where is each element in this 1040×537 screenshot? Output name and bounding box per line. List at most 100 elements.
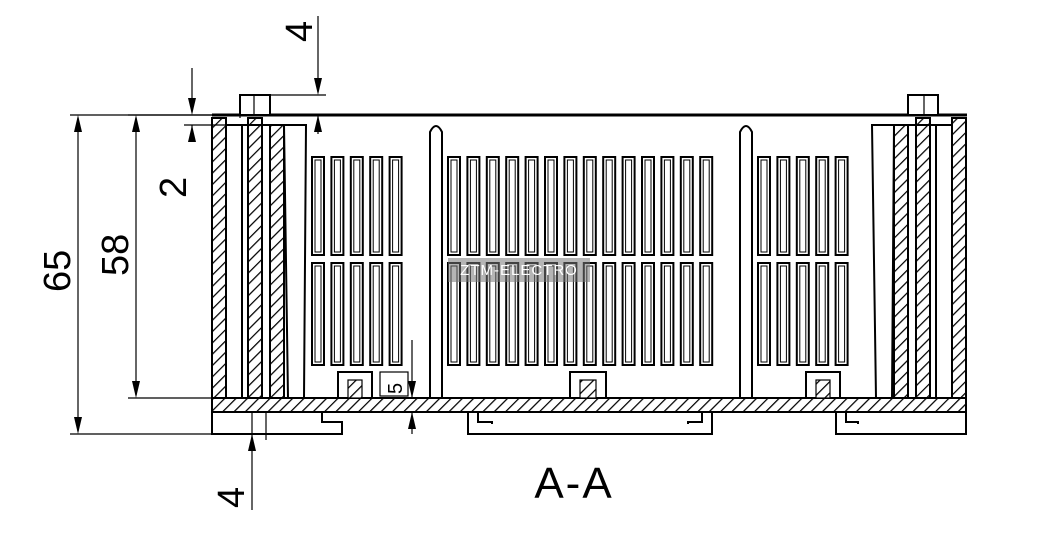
right-inner-wall-2-hatched (893, 124, 909, 399)
vent-slot (582, 156, 597, 256)
vent-slot (311, 262, 325, 366)
vent-slot-inner (392, 159, 400, 253)
vent-slot-inner (508, 159, 516, 253)
vent-slot (815, 262, 830, 366)
vent-slot-inner (586, 159, 594, 253)
vent-slot (776, 156, 791, 256)
dimension-2: 2 (153, 68, 226, 198)
vent-slot (369, 156, 384, 256)
vent-slot-inner (314, 159, 322, 253)
vent-slot (641, 262, 655, 366)
dimension-58-label: 58 (95, 234, 137, 276)
vent-slot (330, 156, 345, 256)
vent-slot-inner (683, 265, 691, 363)
vent-slot-inner (605, 159, 613, 253)
vent-slot (795, 262, 810, 366)
vent-slot (330, 262, 345, 366)
vent-slot (834, 262, 849, 366)
dimension-4-top: 4 (270, 16, 326, 134)
vent-slot-inner (625, 159, 633, 253)
vent-slot-inner (663, 159, 671, 253)
right-top-pin (907, 94, 939, 116)
housing-outline (211, 94, 967, 413)
vent-slot-inner (838, 159, 846, 253)
vent-slot (679, 262, 694, 366)
vent-slot (447, 156, 461, 256)
vent-slot-inner (566, 159, 574, 253)
vent-slot-inner (605, 265, 613, 363)
vent-slot-inner (702, 265, 710, 363)
dimension-65: 65 (37, 114, 212, 435)
vent-slot-inner (547, 159, 555, 253)
left-inner-wall-hatched (247, 117, 263, 399)
vent-slot (699, 262, 714, 366)
vent-slot-inner (625, 265, 633, 363)
vent-slot (660, 156, 675, 256)
vent-slot (641, 156, 655, 256)
vent-slot-inner (314, 265, 322, 363)
vent-slot (776, 262, 791, 366)
vent-slot (388, 262, 403, 366)
section-label: A-A (534, 459, 613, 508)
dimension-4-bottom: 4 (211, 95, 267, 510)
dimension-2-label: 2 (153, 177, 195, 198)
vent-slot (602, 262, 617, 366)
vent-slot-inner (799, 159, 807, 253)
vent-slot-inner (760, 265, 768, 363)
vent-slot (621, 156, 636, 256)
vent-slot-inner (779, 159, 787, 253)
feet (211, 371, 967, 435)
dimension-5: 5 (379, 340, 416, 434)
vent-slot-inner (644, 265, 652, 363)
vent-slot-inner (333, 159, 341, 253)
vent-slot-inner (353, 265, 361, 363)
vent-slot-inner (760, 159, 768, 253)
vent-slot-inner (450, 159, 458, 253)
vent-slot-inner (372, 265, 380, 363)
vent-slot-inner (372, 159, 380, 253)
vent-slot (505, 156, 520, 256)
vent-slot (466, 156, 481, 256)
vent-slot (602, 156, 617, 256)
dimension-4-bottom-label: 4 (211, 487, 253, 508)
vent-slot (621, 262, 636, 366)
vent-slot-inner (528, 159, 536, 253)
vent-slot (485, 156, 500, 256)
vent-slot-inner (702, 159, 710, 253)
vent-slot (388, 156, 403, 256)
vent-slot (679, 156, 694, 256)
vent-slot (815, 156, 830, 256)
vent-slot (834, 156, 849, 256)
vent-slot-inner (353, 159, 361, 253)
vent-slot (524, 156, 539, 256)
bottom-plate-hatched (211, 397, 967, 413)
vent-slot (349, 262, 364, 366)
dimension-65-label: 65 (37, 250, 79, 292)
vent-slot (311, 156, 325, 256)
vent-slot-inner (818, 159, 826, 253)
vent-slot-inner (469, 159, 477, 253)
watermark-text: ZTM-ELECTRO (460, 262, 578, 279)
vent-slot-inner (644, 159, 652, 253)
dimension-58: 58 (95, 114, 248, 399)
vent-slot-inner (818, 265, 826, 363)
vent-slot (795, 156, 810, 256)
vent-slot-grid (311, 156, 849, 366)
watermark: ZTM-ELECTRO (448, 258, 590, 282)
vent-slot (349, 156, 364, 256)
vent-slot (660, 262, 675, 366)
vent-slot-inner (392, 265, 400, 363)
vent-slot (757, 156, 771, 256)
vent-slot-inner (333, 265, 341, 363)
left-top-pin (239, 94, 271, 116)
vent-slot (544, 156, 558, 256)
left-inner-wall-2-hatched (269, 124, 285, 399)
vent-slot-inner (683, 159, 691, 253)
vent-slot-inner (779, 265, 787, 363)
left-wall-hatched (211, 117, 227, 411)
vent-slot (563, 156, 578, 256)
vent-slot (369, 262, 384, 366)
vent-slot-inner (489, 159, 497, 253)
dimension-4-top-label: 4 (279, 21, 321, 42)
dimension-5-label: 5 (385, 383, 407, 394)
